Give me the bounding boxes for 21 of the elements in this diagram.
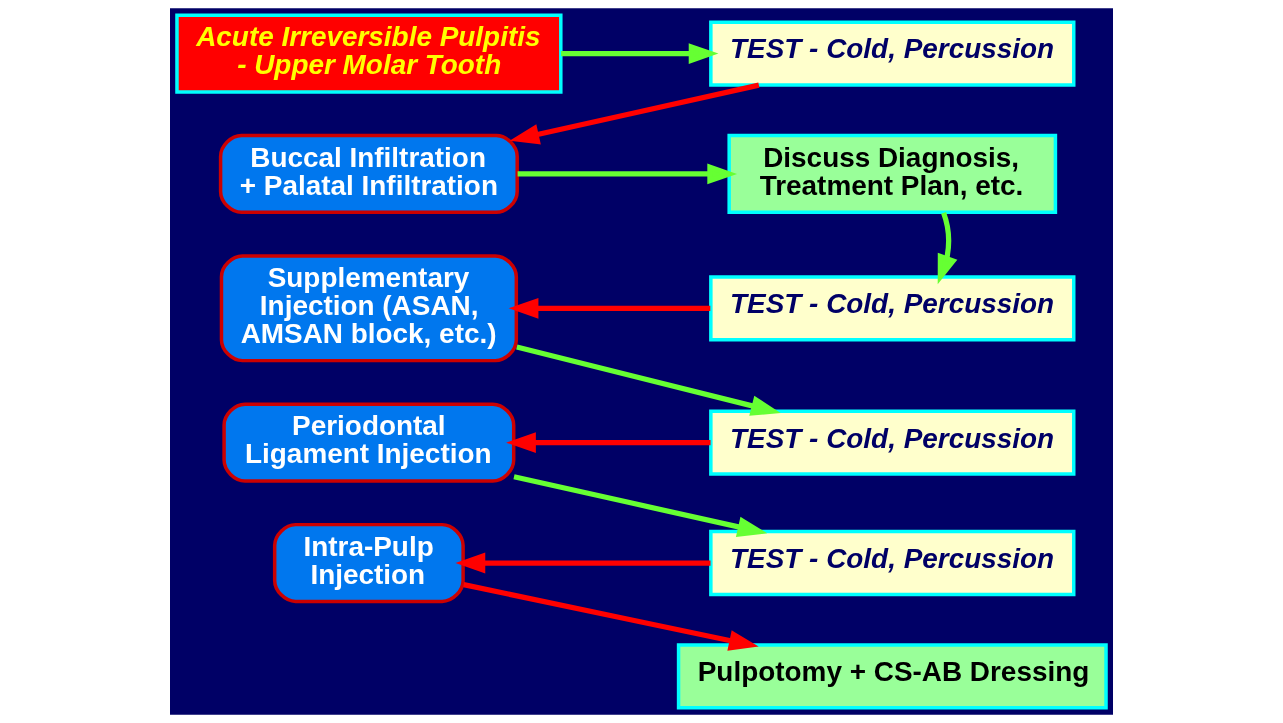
node-box: Acute Irreversible Pulpitis - Upper Molar Tooth: [175, 13, 563, 94]
node-box: Intra-Pulp Injection: [272, 522, 465, 604]
arrow: [463, 582, 759, 651]
node-box: Pulpotomy + CS-AB Dressing: [676, 643, 1108, 710]
node-box: TEST - Cold, Percussion: [709, 529, 1076, 597]
arrow: [513, 474, 768, 537]
node-box: Supplementary Injection (ASAN, AMSAN block, etc.): [219, 254, 519, 363]
node-box: Discuss Diagnosis, Treatment Plan, etc.: [727, 133, 1058, 215]
arrow: [508, 297, 711, 319]
node-box: Buccal Infiltration + Palatal Infiltration: [218, 133, 519, 215]
arrow: [937, 212, 958, 285]
arrow: [517, 163, 738, 185]
node-box: TEST - Cold, Percussion: [709, 20, 1076, 87]
arrow: [516, 344, 781, 416]
arrow: [561, 43, 719, 64]
node-box: TEST - Cold, Percussion: [709, 409, 1076, 476]
node-box: Periodontal Ligament Injection: [222, 402, 516, 483]
arrow: [506, 432, 711, 454]
arrow: [455, 552, 711, 574]
arrow: [509, 82, 760, 145]
node-box: TEST - Cold, Percussion: [709, 275, 1076, 342]
